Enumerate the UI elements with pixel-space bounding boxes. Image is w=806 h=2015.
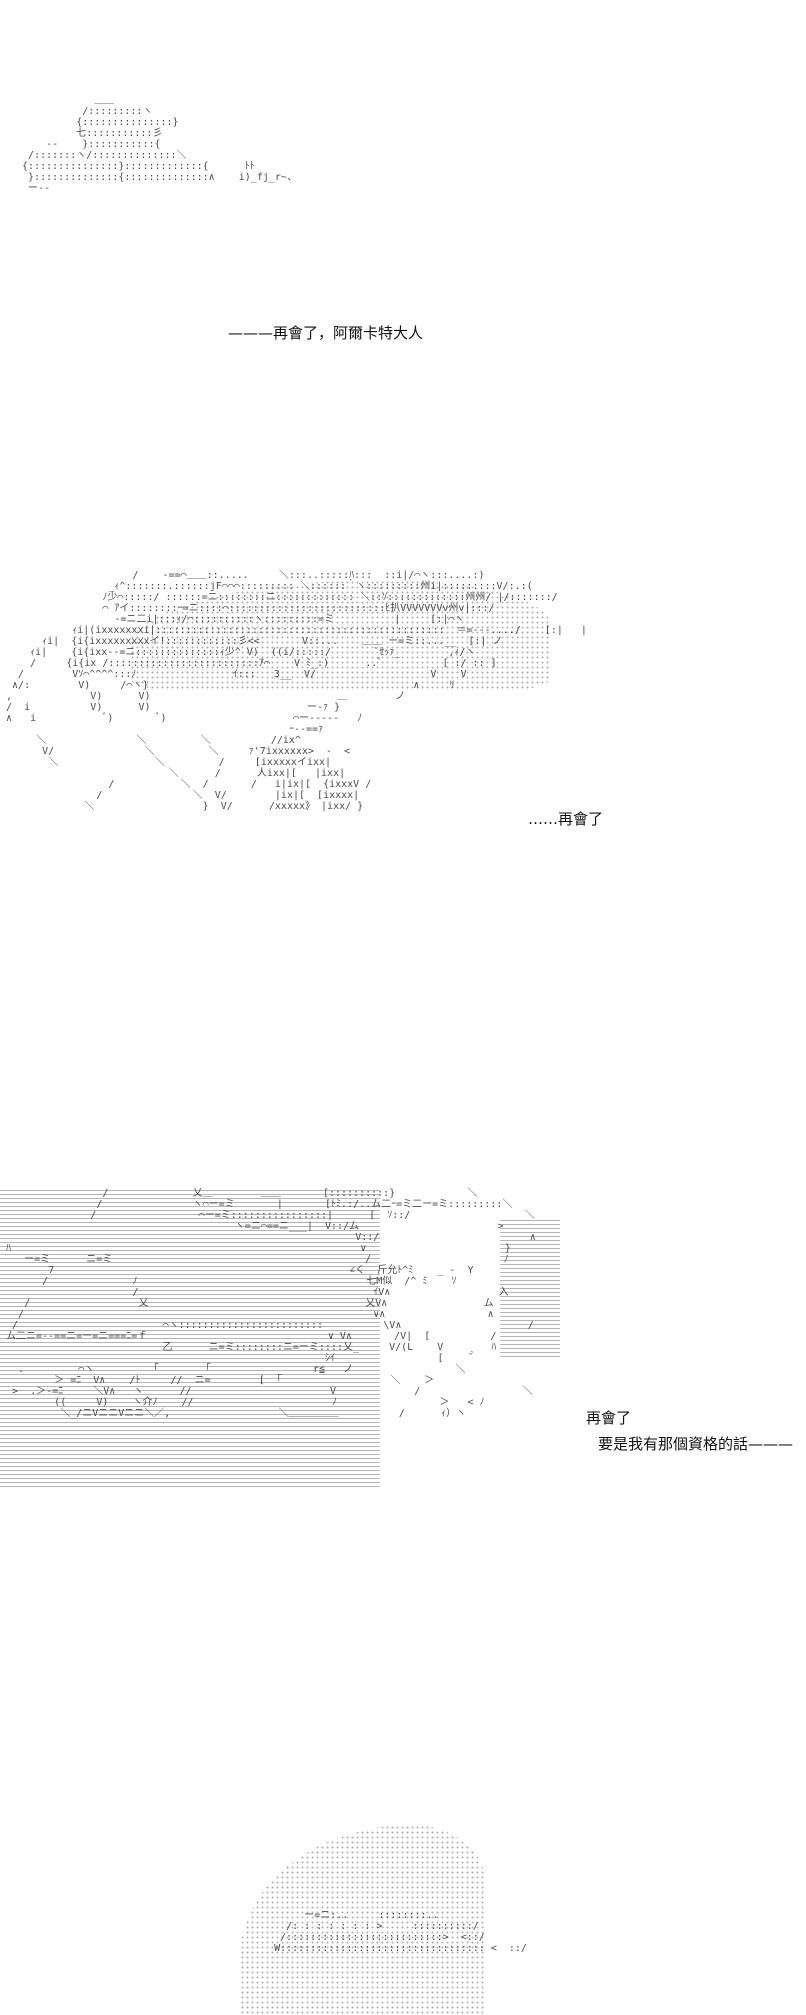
panel-4: ー=ニ:.. ::::::::.. /: : : : : : : > :::::…: [0, 1800, 806, 2015]
background-stripes-right: [500, 1220, 560, 1360]
dialog-line: 要是我有那個資格的話———: [598, 1435, 794, 1453]
panel-3: / 乂＿ ＿＿ [::::::::::} ＼ / ヽ⌒ー=ミ | [ﾄﾐ.:/.…: [0, 1180, 806, 1620]
dialog-line: 再會了: [586, 1409, 632, 1427]
panel-1: ＿＿ /:::::::::ヽ {:::::::::::::::} 七::::::…: [0, 0, 806, 420]
ascii-art-face-closeup: / -==⌒＿＿::..... ＼:::..:::::ﾊ::: ::i|/⌒ヽ:…: [6, 570, 587, 812]
ascii-art-figure-small: ＿＿ /:::::::::ヽ {:::::::::::::::} 七::::::…: [22, 95, 424, 342]
ascii-art-scene: / 乂＿ ＿＿ [::::::::::} ＼ / ヽ⌒ー=ミ | [ﾄﾐ.:/.…: [6, 1188, 536, 1419]
ascii-art-partial: ー=ニ:.. ::::::::.. /: : : : : : : > :::::…: [274, 1910, 527, 1954]
background-stripes-left: [0, 1190, 380, 1490]
panel-2: / -==⌒＿＿::..... ＼:::..:::::ﾊ::: ::i|/⌒ヽ:…: [0, 560, 806, 1010]
dialog-line: ……再會了: [528, 810, 604, 828]
dialog-line: ———再會了，阿爾卡特大人: [228, 324, 424, 342]
